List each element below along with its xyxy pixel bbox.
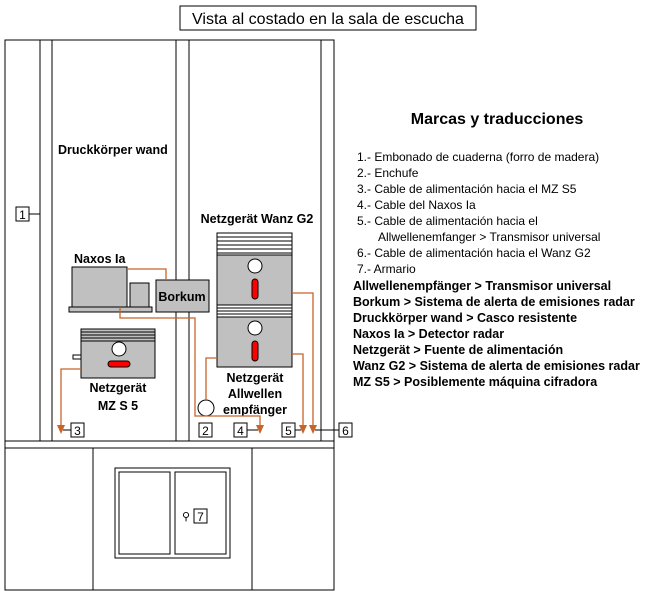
title-box: Vista al costado en la sala de escucha xyxy=(179,5,477,31)
svg-text:Allwellen: Allwellen xyxy=(228,387,282,401)
svg-text:MZ S 5: MZ S 5 xyxy=(98,399,138,413)
svg-text:Netzgerät: Netzgerät xyxy=(90,381,148,395)
translation-item: Allwellenempfänger > Transmisor universa… xyxy=(353,279,611,293)
marker-7: 7 xyxy=(193,508,208,524)
borkum-device xyxy=(155,279,210,313)
marker-4: 4 xyxy=(233,422,258,438)
naxos-label: Naxos Ia xyxy=(74,252,126,266)
svg-text:4: 4 xyxy=(237,424,244,438)
svg-text:6: 6 xyxy=(342,424,349,438)
svg-text:Vista al costado en la sala de: Vista al costado en la sala de escucha xyxy=(192,11,464,28)
legend-item: 7.- Armario xyxy=(357,262,416,276)
translation-item: Druckkörper wand > Casco resistente xyxy=(353,311,577,325)
marker-2: 2 xyxy=(198,422,213,438)
wanz-label: Netzgerät Wanz G2 xyxy=(201,212,314,226)
svg-text:empfänger: empfänger xyxy=(223,403,287,417)
marker-5: 5 xyxy=(281,422,301,438)
legend-item: 5.- Cable de alimentación hacia el xyxy=(357,214,538,228)
legend-item: 2.- Enchufe xyxy=(357,166,419,180)
svg-text:5: 5 xyxy=(285,424,292,438)
svg-text:Borkum: Borkum xyxy=(158,290,205,304)
legend-item: 6.- Cable de alimentación hacia el Wanz … xyxy=(357,246,591,260)
mz-s5-device xyxy=(72,328,156,379)
legend-item: Allwellenemfanger > Transmisor universal xyxy=(378,230,600,244)
wall-label: Druckkörper wand xyxy=(58,143,168,157)
svg-text:7: 7 xyxy=(197,510,204,524)
legend-item: 4.- Cable del Naxos Ia xyxy=(357,198,476,212)
allwellen-device xyxy=(216,304,293,368)
socket-icon xyxy=(197,399,215,417)
legend-item: 1.- Embonado de cuaderna (forro de mader… xyxy=(357,150,599,164)
marker-6: 6 xyxy=(315,422,353,438)
cupboard-window xyxy=(114,467,231,559)
translation-item: Wanz G2 > Sistema de alerta de emisiones… xyxy=(353,359,640,373)
marker-3: 3 xyxy=(63,422,85,438)
naxos-device xyxy=(71,266,128,308)
translation-item: Naxos Ia > Detector radar xyxy=(353,327,504,341)
svg-text:2: 2 xyxy=(202,424,209,438)
svg-text:3: 3 xyxy=(74,424,81,438)
wanz-g2-device xyxy=(216,232,293,306)
cables xyxy=(60,268,314,430)
svg-text:1: 1 xyxy=(19,208,26,222)
cabinet: ⚲ xyxy=(4,39,335,591)
legend: Marcas y traducciones 1.- Embonado de cu… xyxy=(353,111,640,389)
translation-item: Borkum > Sistema de alerta de emisiones … xyxy=(353,295,635,309)
keyhole-icon: ⚲ xyxy=(182,511,190,523)
legend-title: Marcas y traducciones xyxy=(411,111,584,128)
translation-item: MZ S5 > Posiblemente máquina cifradora xyxy=(353,375,598,389)
svg-text:Netzgerät: Netzgerät xyxy=(227,371,285,385)
legend-item: 3.- Cable de alimentación hacia el MZ S5 xyxy=(357,182,577,196)
translation-item: Netzgerät > Fuente de alimentación xyxy=(353,343,563,357)
marker-1: 1 xyxy=(15,206,40,222)
